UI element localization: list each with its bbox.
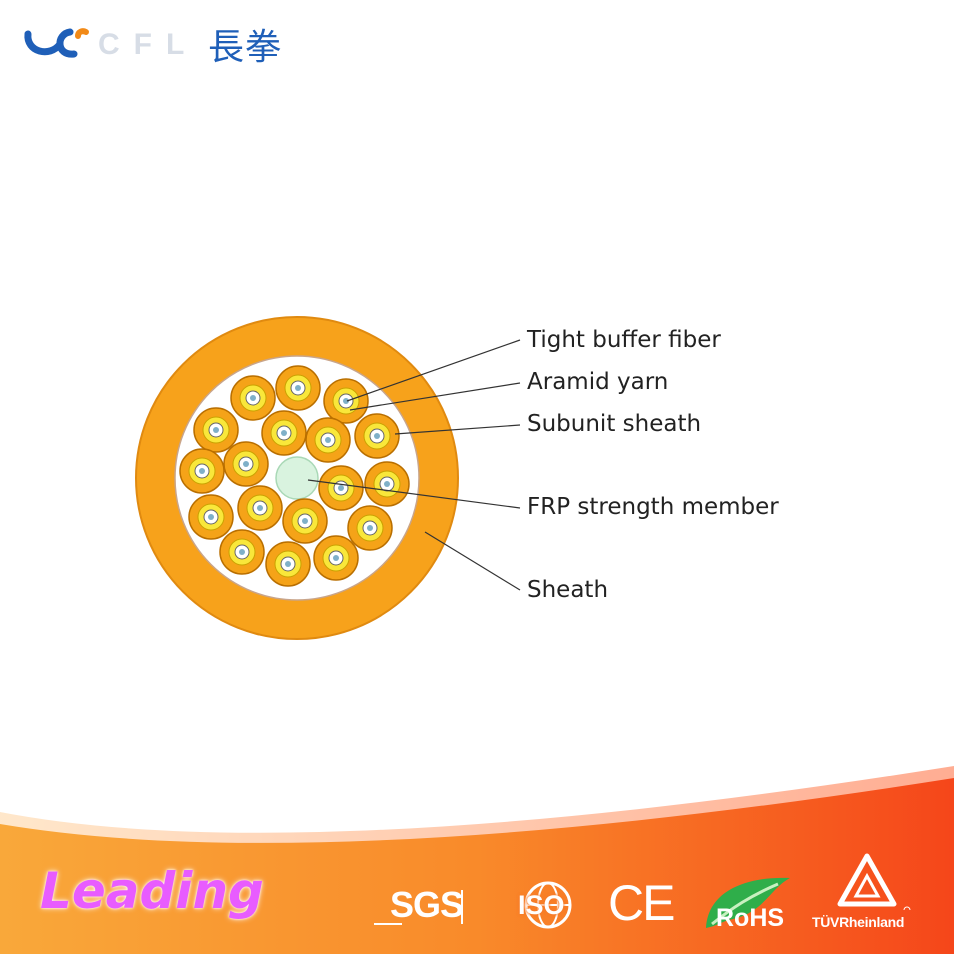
cable-graphic [135,316,459,640]
leader-lines [307,339,521,591]
fiber-core-6 [325,437,331,443]
cert-ce: CE [608,874,675,932]
leader-line-sheath [424,531,521,591]
cert-ce-label: CE [608,875,675,931]
label-tight-buffer-fiber: Tight buffer fiber [527,327,721,353]
brand-logo: CFL 長拳 [20,12,290,68]
cert-rohs: RoHS [698,870,798,939]
leader-line-subunit [394,424,521,435]
fiber-core-10 [338,485,344,491]
iso-logo-icon [524,881,572,929]
cert-tuv: TÜVRheinland [812,850,922,930]
fiber-core-17 [285,561,291,567]
brand-mark-icon: CFL [24,28,198,61]
sgs-logo-icon [374,890,463,925]
tuv-triangle-icon [837,853,911,914]
fiber-core-9 [243,461,249,467]
leader-line-aramid [349,382,521,411]
fiber-core-12 [208,514,214,520]
cert-iso-label: ISO [518,890,565,920]
label-sheath: Sheath [527,577,609,603]
label-frp-strength-member: FRP strength member [527,494,779,520]
leader-line-tight-buffer [346,339,521,402]
slogan-leading: Leading [40,862,264,920]
fiber-core-13 [257,505,263,511]
fiber-core-5 [281,430,287,436]
fiber-core-1 [250,395,256,401]
cert-sgs-label: SGS [390,884,464,925]
fiber-core-11 [384,481,390,487]
fiber-core-14 [302,518,308,524]
frp-strength-member [275,456,319,500]
fiber-core-2 [295,385,301,391]
leader-line-frp [307,479,521,509]
fiber-core-8 [199,468,205,474]
brand-chinese-name: 長拳 [208,27,283,68]
fiber-core-15 [367,525,373,531]
fiber-core-7 [374,433,380,439]
cert-iso: ISO [515,880,581,935]
label-aramid-yarn: Aramid yarn [527,369,669,395]
fiber-core-16 [239,549,245,555]
cert-tuv-label: TÜVRheinland [812,914,905,930]
cert-sgs: SGS [372,880,482,935]
fiber-core-18 [333,555,339,561]
cert-rohs-label: RoHS [716,904,785,932]
brand-latin-text: CFL [98,28,198,61]
label-subunit-sheath: Subunit sheath [527,411,702,437]
fiber-core-3 [343,398,349,404]
fiber-core-4 [213,427,219,433]
rohs-leaf-icon [706,877,790,928]
